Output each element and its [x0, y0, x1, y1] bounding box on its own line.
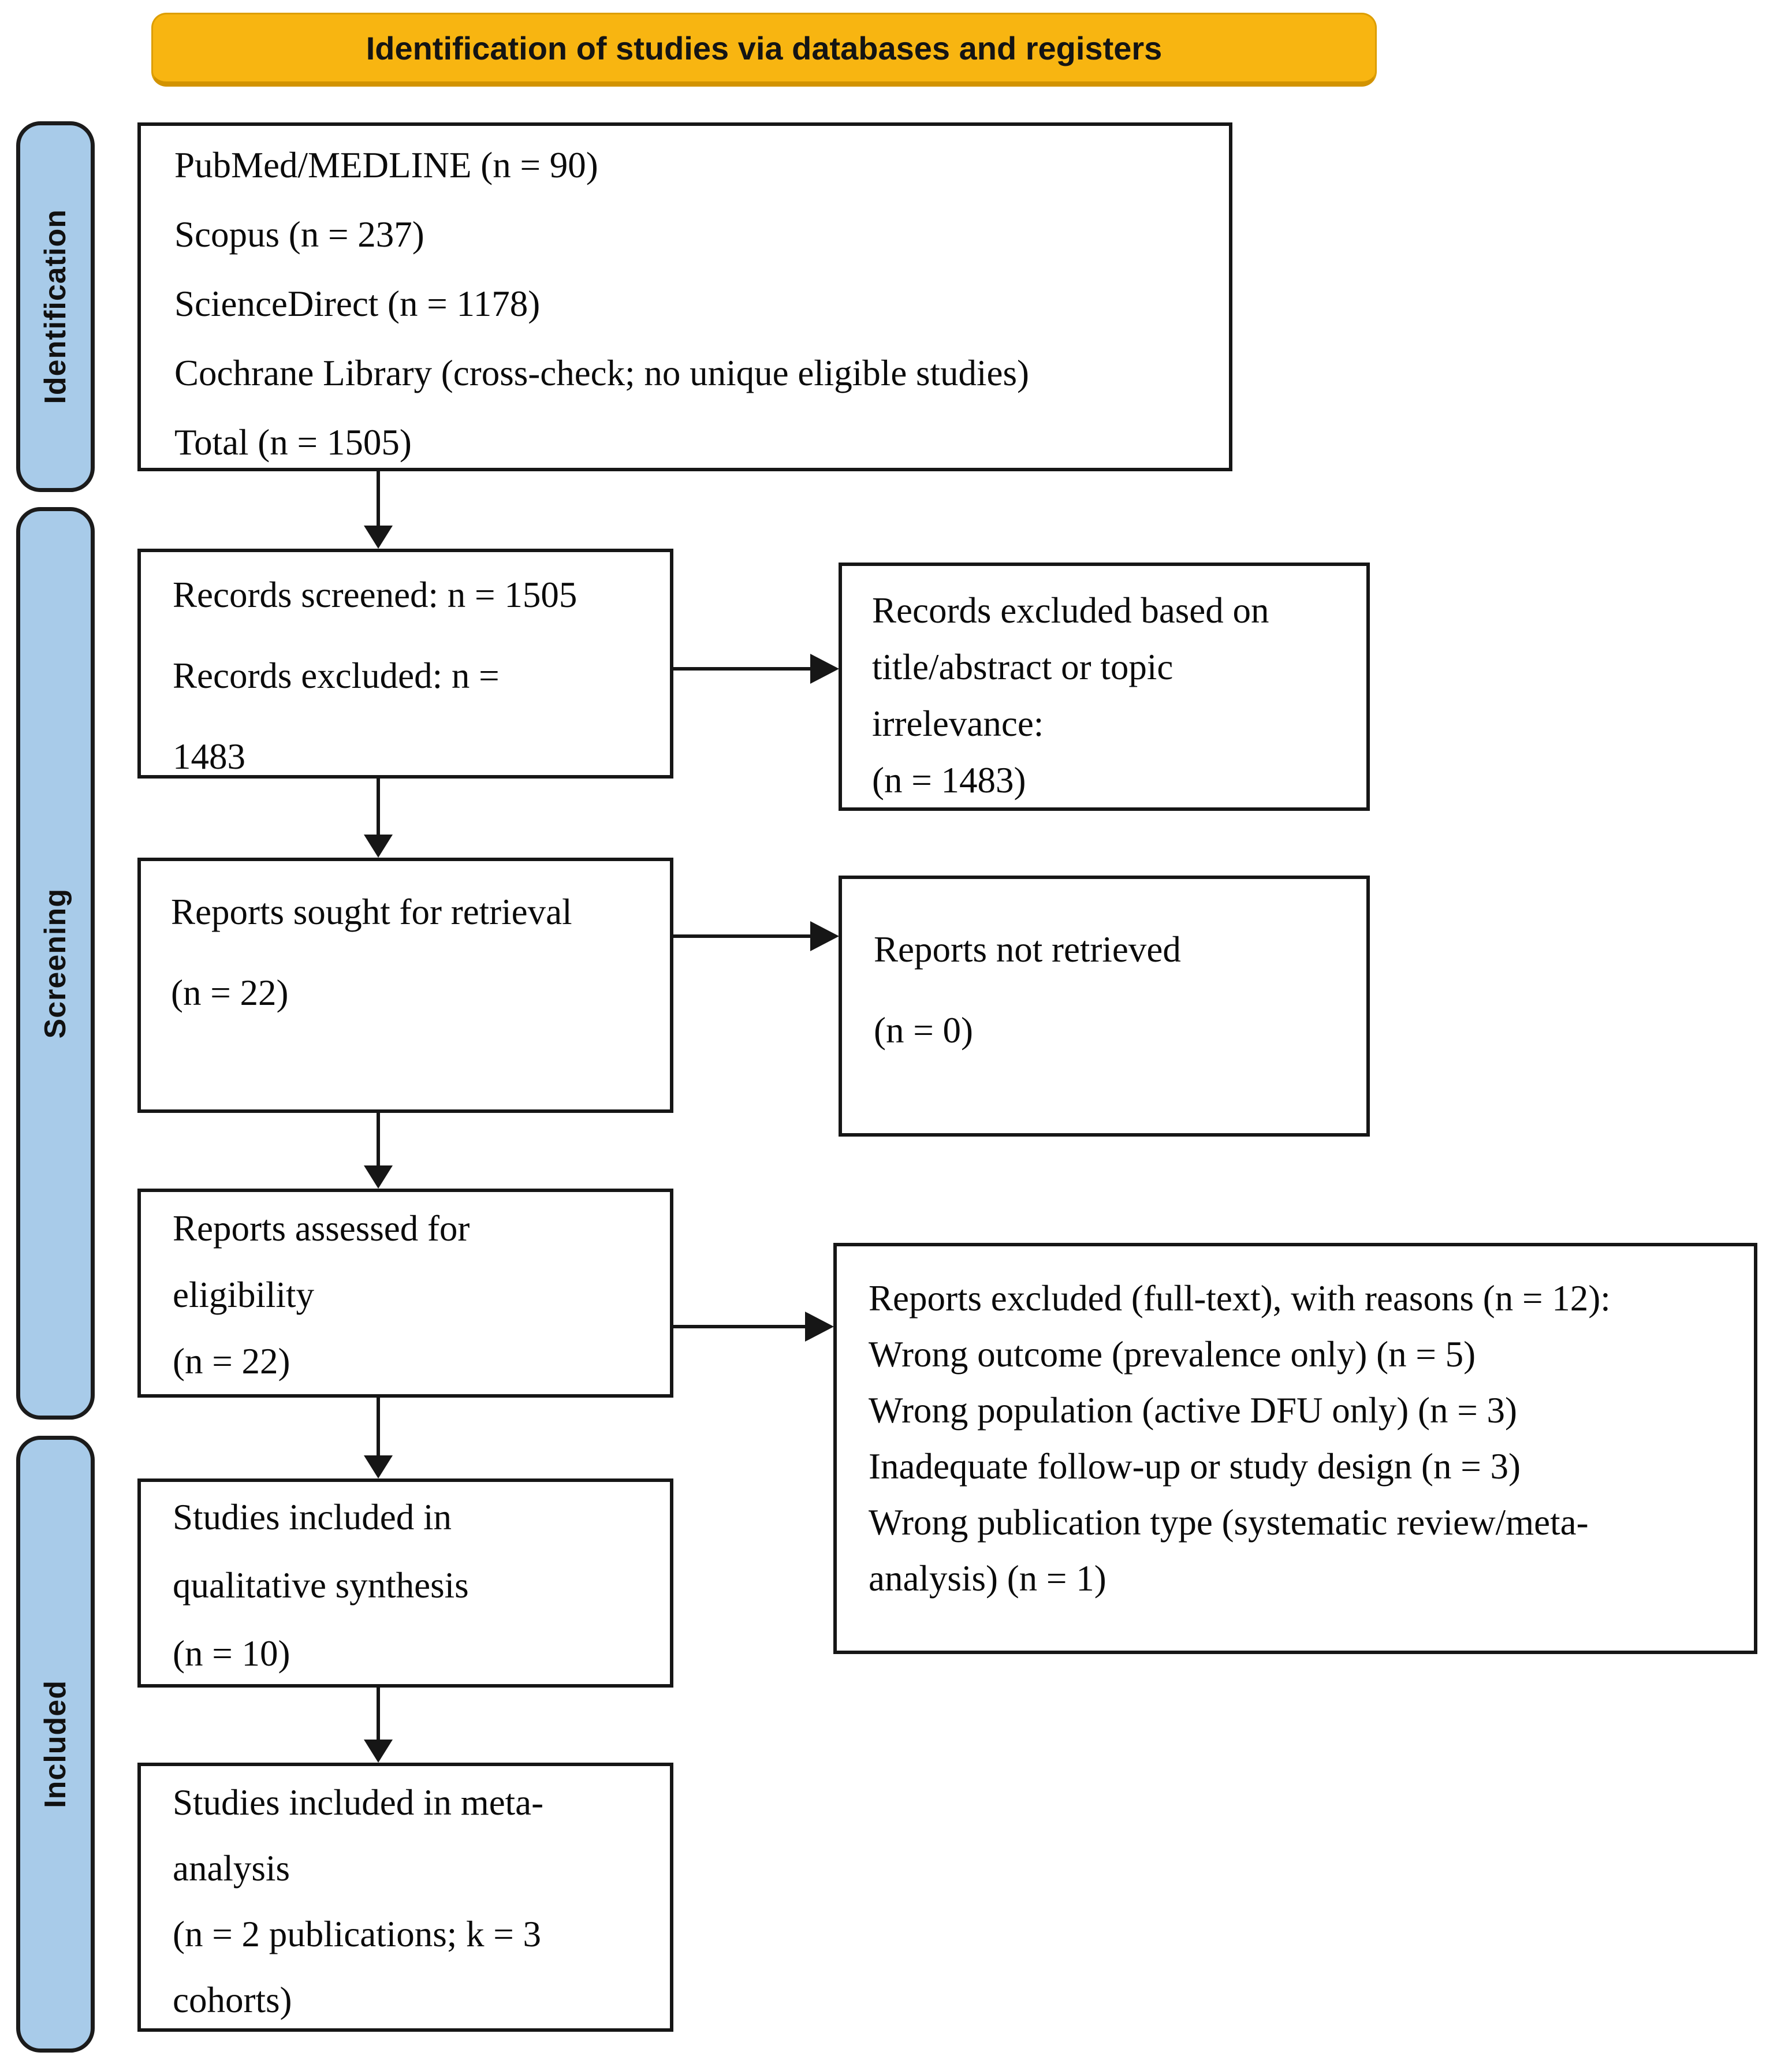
text-line: Wrong outcome (prevalence only) (n = 5) — [869, 1334, 1476, 1375]
arrow-screened-to-sought-line — [377, 779, 380, 836]
text-line: Scopus (n = 237) — [174, 214, 424, 255]
text-line: title/abstract or topic — [872, 647, 1173, 687]
box-studies-qualitative-synthesis: Studies included in qualitative synthesi… — [137, 1478, 673, 1688]
text-line: Reports not retrieved — [874, 929, 1181, 970]
box-records-screened: Records screened: n = 1505 Records exclu… — [137, 549, 673, 779]
arrow-assessed-to-qualitative-line — [377, 1398, 380, 1457]
arrow-qualitative-to-meta-line — [377, 1688, 380, 1741]
arrow-assessed-to-fulltextexcluded-head — [805, 1312, 834, 1342]
stage-label-screening-text: Screening — [39, 888, 72, 1039]
text-line: (n = 2 publications; k = 3 — [173, 1914, 541, 1954]
stage-label-identification: Identification — [16, 121, 95, 492]
text-line: Cochrane Library (cross-check; no unique… — [174, 353, 1030, 393]
arrow-assessed-to-fulltextexcluded-line — [673, 1325, 807, 1328]
text-line: Wrong population (active DFU only) (n = … — [869, 1390, 1518, 1431]
arrow-databases-to-screened-line — [377, 471, 380, 527]
box-studies-meta-analysis: Studies included in meta- analysis (n = … — [137, 1763, 673, 2032]
text-line: analysis — [173, 1848, 290, 1889]
text-line: Records excluded based on — [872, 590, 1269, 631]
text-line: Wrong publication type (systematic revie… — [869, 1502, 1589, 1543]
banner-identification-via-databases: Identification of studies via databases … — [151, 13, 1377, 87]
text-line: Reports sought for retrieval — [171, 892, 572, 932]
text-line: Reports assessed for — [173, 1208, 470, 1249]
stage-label-identification-text: Identification — [39, 209, 72, 404]
arrow-sought-to-assessed-head — [364, 1165, 393, 1189]
text-line: Records screened: n = 1505 — [173, 575, 578, 615]
text-line: Studies included in meta- — [173, 1782, 544, 1823]
text-line: (n = 0) — [874, 1010, 973, 1051]
text-line: 1483 — [173, 736, 245, 777]
text-line: analysis) (n = 1) — [869, 1558, 1107, 1599]
arrow-sought-to-notretrieved-head — [810, 921, 839, 951]
text-line: irrelevance: — [872, 703, 1044, 744]
text-line: (n = 22) — [171, 973, 289, 1013]
text-line: Studies included in — [173, 1497, 452, 1537]
text-line: eligibility — [173, 1275, 314, 1315]
text-line: Records excluded: n = — [173, 656, 500, 696]
text-line: qualitative synthesis — [173, 1565, 469, 1606]
box-reports-not-retrieved: Reports not retrieved (n = 0) — [839, 876, 1370, 1137]
text-line: Total (n = 1505) — [174, 422, 412, 463]
box-records-excluded-screening: Records excluded based on title/abstract… — [839, 563, 1370, 811]
arrow-assessed-to-qualitative-head — [364, 1455, 393, 1478]
arrow-qualitative-to-meta-head — [364, 1740, 393, 1763]
arrow-databases-to-screened-head — [364, 526, 393, 549]
arrow-sought-to-assessed-line — [377, 1113, 380, 1167]
text-line: Inadequate follow-up or study design (n … — [869, 1446, 1521, 1487]
stage-label-screening: Screening — [16, 507, 95, 1420]
text-line: Reports excluded (full-text), with reaso… — [869, 1278, 1611, 1319]
arrow-screened-to-excluded-head — [810, 654, 839, 684]
text-line: (n = 22) — [173, 1341, 290, 1381]
text-line: (n = 10) — [173, 1633, 290, 1674]
arrow-sought-to-notretrieved-line — [673, 934, 812, 938]
text-line: PubMed/MEDLINE (n = 90) — [174, 145, 598, 185]
stage-label-included-text: Included — [39, 1680, 72, 1808]
text-line: ScienceDirect (n = 1178) — [174, 284, 541, 324]
stage-label-included: Included — [16, 1436, 95, 2053]
box-reports-assessed: Reports assessed for eligibility (n = 22… — [137, 1189, 673, 1398]
text-line: (n = 1483) — [872, 760, 1026, 800]
box-database-records: PubMed/MEDLINE (n = 90) Scopus (n = 237)… — [137, 122, 1232, 471]
arrow-screened-to-excluded-line — [673, 667, 812, 671]
arrow-screened-to-sought-head — [364, 835, 393, 858]
box-reports-excluded-fulltext: Reports excluded (full-text), with reaso… — [833, 1243, 1757, 1654]
box-reports-sought: Reports sought for retrieval (n = 22) — [137, 858, 673, 1113]
text-line: cohorts) — [173, 1980, 292, 2020]
